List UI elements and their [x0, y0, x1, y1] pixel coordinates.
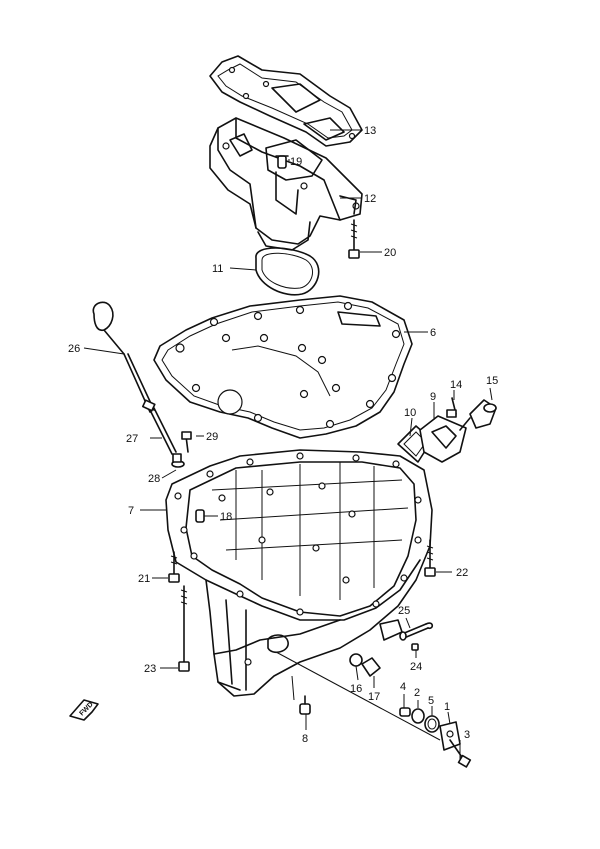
callout-10: 10	[404, 407, 416, 419]
part-16-washer	[349, 653, 363, 667]
part-26-dipstick	[92, 301, 155, 413]
fwd-direction-marker: FWD	[69, 699, 99, 721]
part-29-bolt	[181, 431, 192, 453]
forward-arrow-icon	[69, 699, 99, 721]
callout-28: 28	[148, 473, 160, 485]
part-3-bolt	[449, 739, 472, 768]
callout-23: 23	[144, 663, 156, 675]
part-2-o-ring	[411, 708, 425, 724]
callout-12: 12	[364, 193, 376, 205]
callout-4: 4	[400, 681, 406, 693]
part-21-bolt	[168, 551, 180, 583]
callout-7: 7	[128, 505, 134, 517]
callout-25: 25	[398, 605, 410, 617]
callout-17: 17	[368, 691, 380, 703]
callout-29: 29	[206, 431, 218, 443]
part-6-gasket	[153, 295, 413, 439]
part-28-o-ring	[171, 453, 185, 468]
callout-15: 15	[486, 375, 498, 387]
callout-16: 16	[350, 683, 362, 695]
callout-9: 9	[430, 391, 436, 403]
callout-19: 19	[290, 156, 302, 168]
part-17-plug	[361, 657, 381, 677]
callout-leaders	[83, 129, 493, 760]
part-27-dipstick-guide	[141, 399, 177, 455]
callout-2: 2	[414, 687, 420, 699]
part-12-oil-strainer-housing	[209, 117, 363, 251]
part-15-fitting	[459, 399, 497, 431]
part-7-oil-pan	[165, 449, 433, 697]
callout-24: 24	[410, 661, 422, 673]
callout-3: 3	[464, 729, 470, 741]
part-23-bolt	[178, 585, 190, 672]
part-5-o-ring	[424, 715, 440, 733]
callout-20: 20	[384, 247, 396, 259]
part-24-clip	[411, 643, 419, 651]
part-22-bolt	[424, 539, 436, 577]
callout-numbers: 13 19 12 20 11 6 26 14 15 10 9 27 29 28 …	[68, 125, 498, 745]
part-25-hose	[399, 622, 434, 641]
part-9-cover	[419, 415, 467, 463]
callout-5: 5	[428, 695, 434, 707]
part-13-gasket	[209, 55, 363, 147]
part-11-o-ring	[255, 247, 320, 296]
part-4-plug	[399, 707, 411, 717]
part-18-plug	[195, 509, 205, 523]
part-8-drain-plug	[299, 695, 311, 715]
callout-18: 18	[220, 511, 232, 523]
callout-21: 21	[138, 573, 150, 585]
callout-14: 14	[450, 379, 462, 391]
callout-13: 13	[364, 125, 376, 137]
part-19-plug	[275, 155, 289, 169]
callout-27: 27	[126, 433, 138, 445]
callout-26: 26	[68, 343, 80, 355]
part-1-cover	[439, 721, 461, 751]
part-20-bolt	[348, 219, 360, 259]
callout-8: 8	[302, 733, 308, 745]
part-14-bolt	[446, 397, 457, 418]
callout-1: 1	[444, 701, 450, 713]
callout-6: 6	[430, 327, 436, 339]
callout-11: 11	[212, 263, 223, 275]
callout-22: 22	[456, 567, 468, 579]
